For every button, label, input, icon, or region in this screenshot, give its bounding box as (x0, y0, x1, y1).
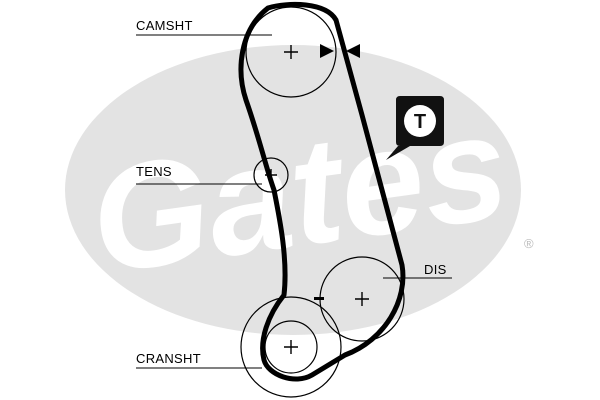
camshaft-label: CAMSHT (136, 18, 193, 33)
crankshaft-pulley (240, 296, 342, 398)
center-marks (265, 45, 369, 354)
distributor-label: DIS (424, 262, 447, 277)
timing-mark-arrow-right-icon (320, 44, 334, 58)
camshaft-center-mark (284, 45, 298, 59)
badge-circle (404, 105, 436, 137)
tension-badge: T (386, 96, 444, 160)
tensioner-center-mark (265, 169, 277, 181)
camshaft-pulley (245, 6, 337, 98)
badge-letter: T (414, 111, 426, 133)
tensioner-label: TENS (136, 164, 172, 179)
gates-watermark: Gates ® (65, 45, 534, 335)
timing-mark-arrow-left-icon (346, 44, 360, 58)
camshaft-timing-marks (320, 44, 360, 58)
crankshaft-timing-mark (314, 297, 324, 300)
distributor-center-mark (355, 292, 369, 306)
crankshaft-center-mark (284, 340, 298, 354)
tensioner-pulley (253, 157, 289, 193)
registered-mark: ® (524, 236, 534, 251)
crankshaft-label: CRANSHT (136, 351, 201, 366)
timing-belt (238, 1, 406, 382)
